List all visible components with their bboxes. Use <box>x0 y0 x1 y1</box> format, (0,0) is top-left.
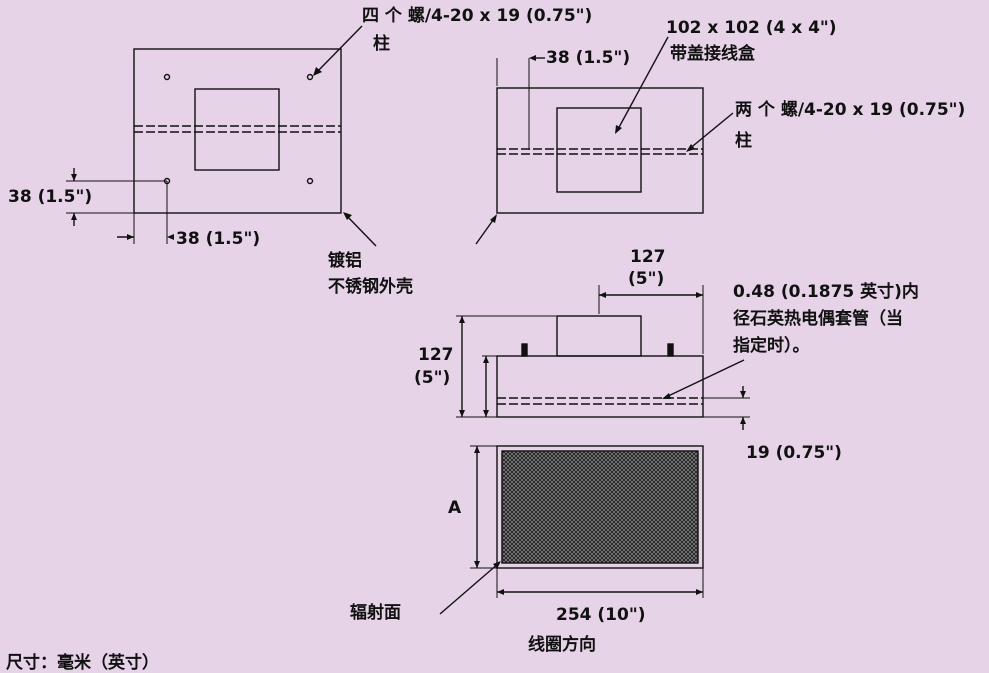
dim-19: 19 (0.75") <box>746 443 842 463</box>
radiant-face-view <box>439 445 704 615</box>
elevation-stud <box>521 343 528 357</box>
four-studs-label-2: 柱 <box>373 33 390 54</box>
top-view-housing-outline <box>133 48 342 214</box>
stud-hole <box>306 73 314 81</box>
tube-note-2: 径石英热电偶套管（当 <box>733 308 903 329</box>
units-note: 尺寸：毫米（英寸） <box>6 652 159 673</box>
dim-38-left: 38 (1.5") <box>8 187 92 207</box>
right-view-housing-outline <box>496 87 704 214</box>
radiant-mesh <box>501 450 699 564</box>
two-studs-label-2: 柱 <box>735 130 752 151</box>
two-studs-label: 两 个 螺/4-20 x 19 (0.75") <box>735 99 965 120</box>
radiant-face-label: 辐射面 <box>350 602 401 623</box>
coil-direction-label: 线圈方向 <box>528 634 596 655</box>
height-127: 127 <box>418 345 454 365</box>
elevation-junction-box <box>556 315 642 357</box>
shell-label-1: 镀铝 <box>328 250 362 271</box>
width-127-inch: (5") <box>628 269 664 289</box>
tube-note-1: 0.48 (0.1875 英寸)内 <box>733 281 919 302</box>
right-view-junction-box <box>556 107 642 193</box>
face-frame <box>496 445 704 569</box>
four-studs-label: 四 个 螺/4-20 x 19 (0.75") <box>362 5 592 26</box>
top-view-junction-box <box>194 88 280 171</box>
width-127: 127 <box>630 247 666 267</box>
top-view <box>66 25 377 247</box>
elevation-view <box>456 285 750 430</box>
dim-38-top-right: 38 (1.5") <box>546 48 630 68</box>
junction-box-label: 带盖接线盒 <box>670 43 756 64</box>
elevation-stud <box>667 343 674 357</box>
dim-a: A <box>448 498 462 518</box>
junction-box-size: 102 x 102 (4 x 4") <box>666 18 837 38</box>
shell-label-2: 不锈钢外壳 <box>328 276 413 297</box>
elevation-housing <box>496 355 704 418</box>
tube-note-3: 指定时）。 <box>733 335 810 356</box>
side-top-view <box>475 36 734 245</box>
dim-254: 254 (10") <box>556 605 645 625</box>
height-127-inch: (5") <box>414 368 450 388</box>
stud-hole <box>306 177 314 185</box>
dim-38-bottom: 38 (1.5") <box>176 229 260 249</box>
stud-hole <box>163 73 171 81</box>
